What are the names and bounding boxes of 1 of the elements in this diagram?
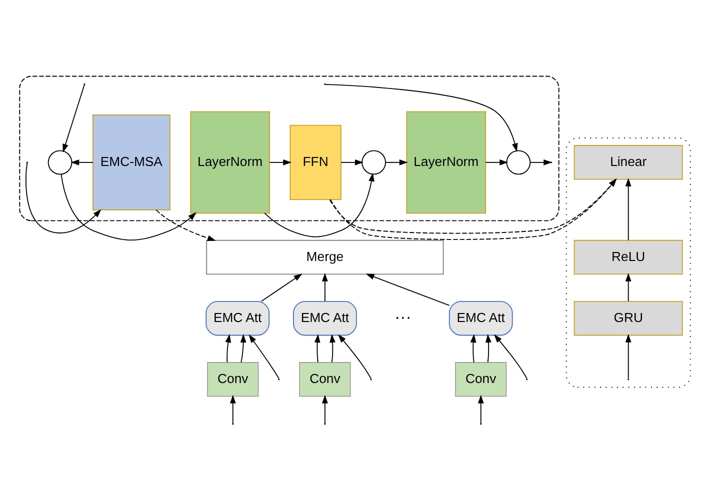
label: ··· xyxy=(394,307,412,326)
